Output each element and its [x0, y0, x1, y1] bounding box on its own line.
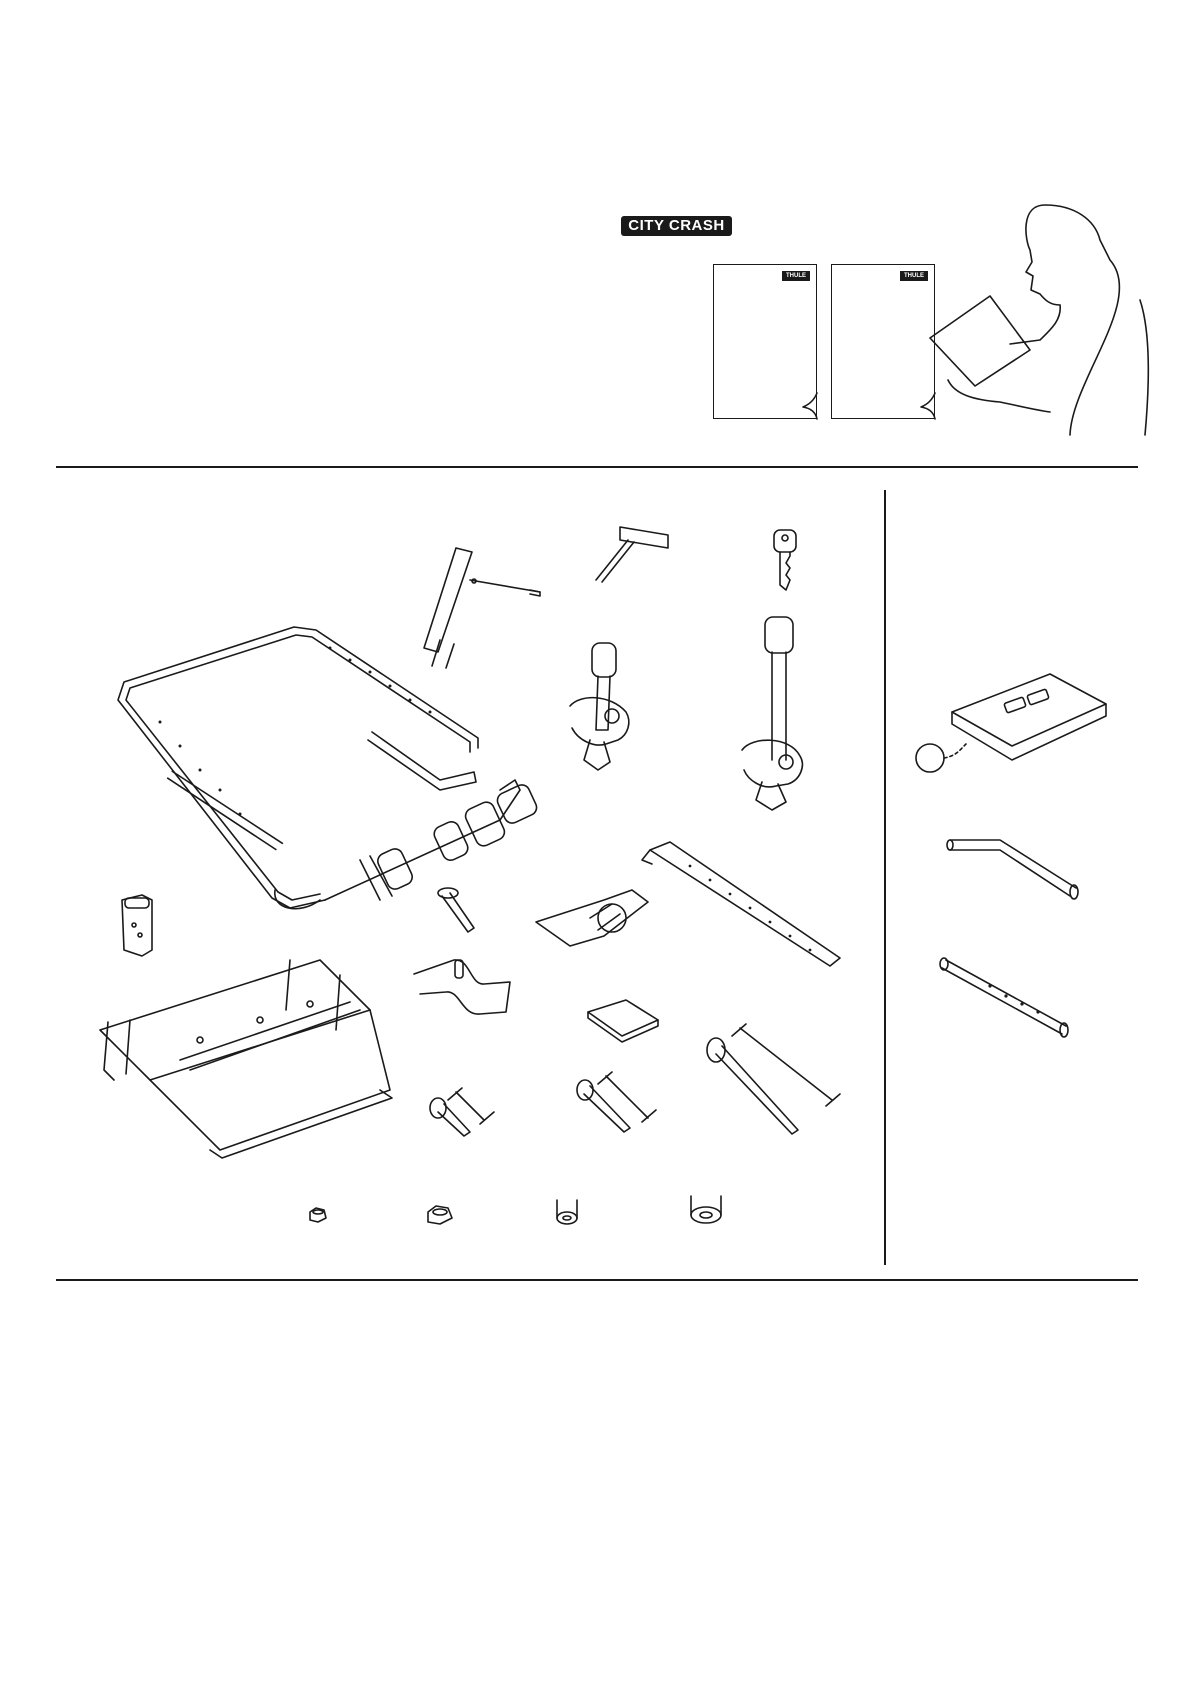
person-reading-manual-icon	[930, 205, 1148, 435]
base-bracket-icon	[100, 960, 392, 1158]
clip-icon	[414, 960, 510, 1014]
washer-small-icon	[557, 1200, 577, 1224]
manual-page-curls	[803, 393, 935, 419]
strap-icon	[642, 842, 840, 966]
nut-small-icon	[310, 1208, 326, 1222]
washer-large-icon	[691, 1196, 721, 1223]
lock-key-icon	[774, 530, 796, 590]
bike-arm-long-icon	[742, 617, 802, 810]
bolt-medium-icon	[577, 1072, 656, 1132]
bolt-icon	[438, 888, 474, 932]
bracket-clamp-icon	[536, 890, 648, 946]
allen-key-icon	[596, 527, 668, 582]
bent-tube-icon	[947, 840, 1078, 899]
bike-arm-short-icon	[570, 643, 629, 770]
nut-large-icon	[428, 1206, 452, 1224]
tray-adapter-icon	[916, 674, 1106, 772]
rubber-pad-icon	[588, 1000, 658, 1042]
wrench-icon	[424, 548, 540, 668]
frame-arch-icon	[118, 627, 539, 909]
bolt-long-icon	[707, 1024, 840, 1134]
straight-tube-icon	[940, 958, 1068, 1037]
sleeve-icon	[122, 895, 152, 956]
bolt-short-icon	[430, 1088, 494, 1136]
